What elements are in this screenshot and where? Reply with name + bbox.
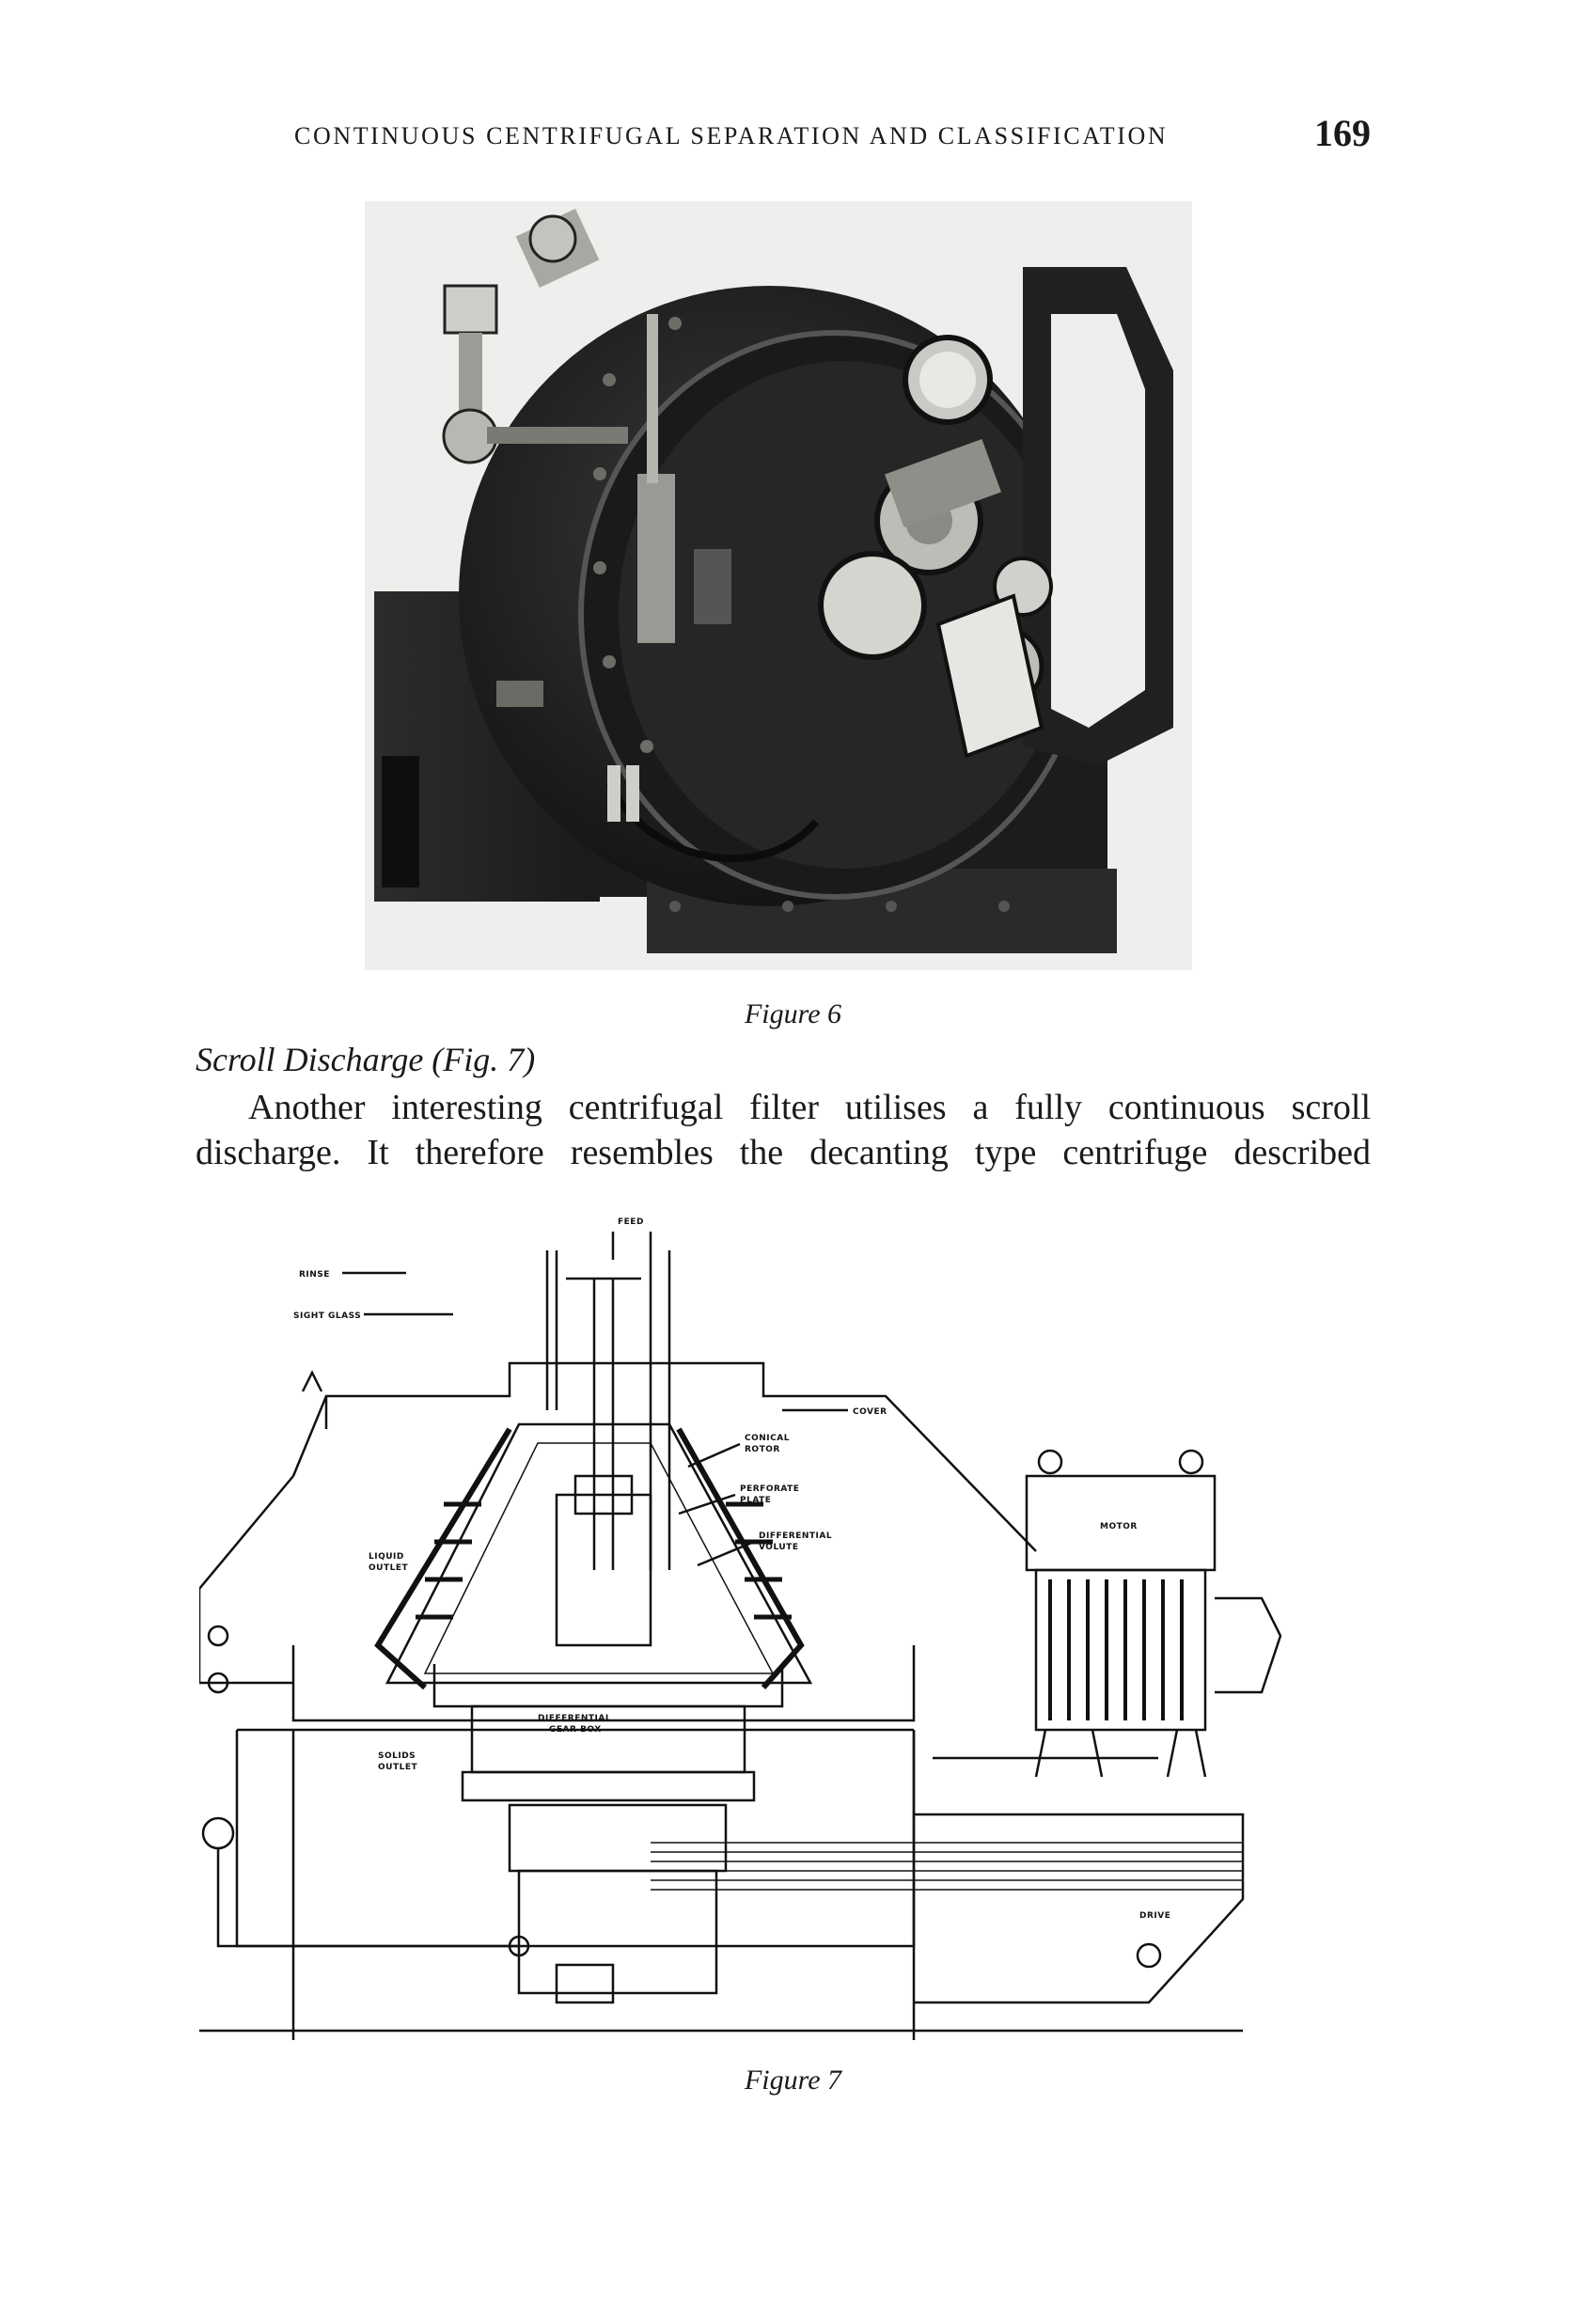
label-liquid-outlet-2: OUTLET [369,1563,408,1573]
label-differential-volute-1: DIFFERENTIAL [759,1531,832,1541]
paragraph-line-2: discharge. It therefore resembles the de… [196,1133,1371,1172]
figure-6-photo [365,201,1192,970]
label-sight-glass: SIGHT GLASS [293,1311,361,1321]
label-solids-outlet-1: SOLIDS [378,1751,416,1761]
label-perforate-plate-2: PLATE [740,1496,771,1505]
figure-7-drawing: FEED RINSE SIGHT GLASS COVER CONICAL ROT… [197,1194,1390,2049]
scroll-discharge-diagram: FEED RINSE SIGHT GLASS COVER CONICAL ROT… [197,1217,1282,2040]
label-perforate-plate-1: PERFORATE [740,1484,799,1494]
section-heading: Scroll Discharge (Fig. 7) [196,1040,535,1079]
centrifuge-photo-illustration [365,201,1192,970]
label-drive: DRIVE [1139,1911,1170,1921]
section-heading-figure-ref: (Fig. 7) [432,1041,536,1078]
label-conical-rotor-1: CONICAL [745,1434,790,1443]
label-liquid-outlet-1: LIQUID [369,1552,404,1562]
label-conical-rotor-2: ROTOR [745,1445,780,1454]
label-solids-outlet-2: OUTLET [378,1763,417,1772]
label-differential-volute-2: VOLUTE [759,1543,798,1552]
label-feed: FEED [618,1217,644,1227]
label-motor: MOTOR [1100,1522,1138,1531]
label-rinse: RINSE [299,1270,330,1280]
page-number: 169 [1314,112,1371,154]
label-diff-gear-box-2: GEAR BOX [549,1725,602,1735]
figure-7-caption: Figure 7 [744,2065,842,2096]
body-paragraph: Another interesting centrifugal filter u… [196,1085,1371,1175]
label-cover: COVER [853,1407,887,1417]
page-header: CONTINUOUS CENTRIFUGAL SEPARATION AND CL… [0,111,1586,167]
section-heading-title: Scroll Discharge [196,1041,424,1078]
label-diff-gear-box-1: DIFFERENTIAL [538,1714,611,1723]
running-head: CONTINUOUS CENTRIFUGAL SEPARATION AND CL… [294,122,1169,149]
paragraph-line-1: Another interesting centrifugal filter u… [248,1088,1371,1127]
figure-6-caption: Figure 6 [744,998,842,1029]
